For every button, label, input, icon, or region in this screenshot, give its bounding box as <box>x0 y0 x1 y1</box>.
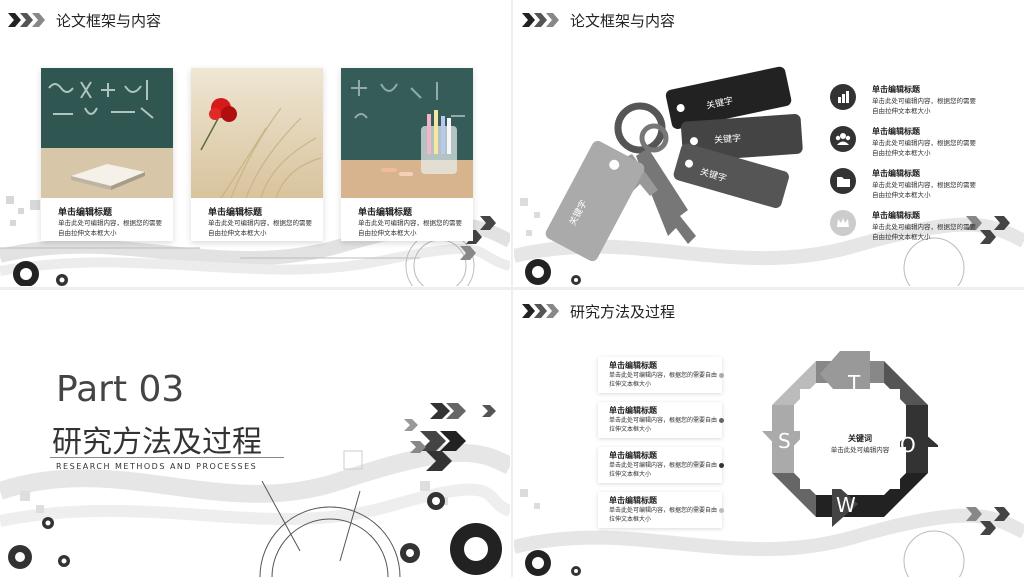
swot-cycle-diagram <box>762 351 938 527</box>
section-title: 研究方法及过程 <box>52 425 262 460</box>
swot-letter-t: T <box>848 371 861 395</box>
card-description: 单击此处可编辑内容，根据您的需要自由拉伸文本框大小 <box>58 219 162 237</box>
item-description: 单击此处可编辑内容，根据您的需要自由拉伸文本框大小 <box>609 372 718 388</box>
slide-thumbnail-4[interactable]: 研究方法及过程 单击编辑标题 单击此处可编辑内容，根据您的需要自由拉伸文本框大小… <box>514 291 1024 577</box>
list-dot <box>719 463 724 468</box>
list-dot <box>719 418 724 423</box>
item-description: 单击此处可编辑内容，根据您的需要自由拉伸文本框大小 <box>872 97 976 115</box>
list-dot <box>719 373 724 378</box>
slide-title: 论文框架与内容 <box>570 12 676 30</box>
content-card-3[interactable]: 单击编辑标题 单击此处可编辑内容，根据您的需要自由拉伸文本框大小 <box>341 68 473 241</box>
tech-background-decoration <box>514 489 1024 577</box>
swot-letter-s: S <box>778 429 791 453</box>
chalkboard-book-image <box>41 68 173 198</box>
tech-background-decoration <box>514 198 1024 286</box>
slide-thumbnail-1[interactable]: 论文框架与内容 <box>0 0 510 286</box>
keys-illustration <box>545 66 803 262</box>
chevron-arrows-icon <box>522 13 559 27</box>
item-title: 单击编辑标题 <box>609 361 657 370</box>
part-number: Part 03 <box>56 369 185 410</box>
section-subtitle: RESEARCH METHODS AND PROCESSES <box>56 462 258 471</box>
center-keyword-desc: 单击此处可编辑内容 <box>830 446 890 454</box>
poppy-field-image <box>191 68 323 198</box>
slide-thumbnail-2[interactable]: 论文框架与内容 <box>514 0 1024 286</box>
list-item-4[interactable]: 单击编辑标题 单击此处可编辑内容，根据您的需要自由拉伸文本框大小 <box>598 492 722 528</box>
content-card-1[interactable]: 单击编辑标题 单击此处可编辑内容，根据您的需要自由拉伸文本框大小 <box>41 68 173 241</box>
group-icon <box>830 126 856 152</box>
item-description: 单击此处可编辑内容，根据您的需要自由拉伸文本框大小 <box>609 507 718 523</box>
slide-title: 论文框架与内容 <box>56 12 162 30</box>
item-title: 单击编辑标题 <box>609 406 657 415</box>
list-dot <box>719 508 724 513</box>
item-description: 单击此处可编辑内容，根据您的需要自由拉伸文本框大小 <box>872 181 976 199</box>
slide-divider-horizontal <box>0 287 1024 290</box>
item-title: 单击编辑标题 <box>872 127 920 136</box>
slide-title: 研究方法及过程 <box>570 303 676 321</box>
item-title: 单击编辑标题 <box>872 169 920 178</box>
center-keyword-title: 关键词 <box>848 434 872 443</box>
tech-background-decoration <box>0 403 510 577</box>
item-title: 单击编辑标题 <box>609 496 657 505</box>
swot-letter-o: O <box>900 433 916 457</box>
content-card-2[interactable]: 单击编辑标题 单击此处可编辑内容，根据您的需要自由拉伸文本框大小 <box>191 68 323 241</box>
card-title: 单击编辑标题 <box>208 208 263 218</box>
list-item-2[interactable]: 单击编辑标题 单击此处可编辑内容，根据您的需要自由拉伸文本框大小 <box>598 402 722 438</box>
card-title: 单击编辑标题 <box>58 208 113 218</box>
slide-thumbnail-3[interactable]: Part 03 研究方法及过程 RESEARCH METHODS AND PRO… <box>0 291 510 577</box>
item-description: 单击此处可编辑内容，根据您的需要自由拉伸文本框大小 <box>872 223 976 241</box>
chalk-jar-image <box>341 68 473 198</box>
item-title: 单击编辑标题 <box>872 85 920 94</box>
gear-icon <box>8 492 502 575</box>
item-description: 单击此处可编辑内容，根据您的需要自由拉伸文本框大小 <box>609 417 718 433</box>
bar-chart-icon <box>830 84 856 110</box>
item-title: 单击编辑标题 <box>609 451 657 460</box>
card-title: 单击编辑标题 <box>358 208 413 218</box>
crown-icon <box>830 210 856 236</box>
chevron-arrows-icon <box>522 304 559 318</box>
item-description: 单击此处可编辑内容，根据您的需要自由拉伸文本框大小 <box>609 462 718 478</box>
swot-letter-w: W <box>836 493 856 517</box>
title-underline <box>50 457 284 458</box>
card-description: 单击此处可编辑内容，根据您的需要自由拉伸文本框大小 <box>208 219 312 237</box>
card-description: 单击此处可编辑内容，根据您的需要自由拉伸文本框大小 <box>358 219 462 237</box>
list-item-3[interactable]: 单击编辑标题 单击此处可编辑内容，根据您的需要自由拉伸文本框大小 <box>598 447 722 483</box>
list-item-1[interactable]: 单击编辑标题 单击此处可编辑内容，根据您的需要自由拉伸文本框大小 <box>598 357 722 393</box>
chevron-arrows-icon <box>8 13 45 27</box>
item-title: 单击编辑标题 <box>872 211 920 220</box>
tech-background-decoration <box>0 196 510 286</box>
folder-icon <box>830 168 856 194</box>
item-description: 单击此处可编辑内容，根据您的需要自由拉伸文本框大小 <box>872 139 976 157</box>
key-tag-label: 关键字 <box>713 134 742 146</box>
